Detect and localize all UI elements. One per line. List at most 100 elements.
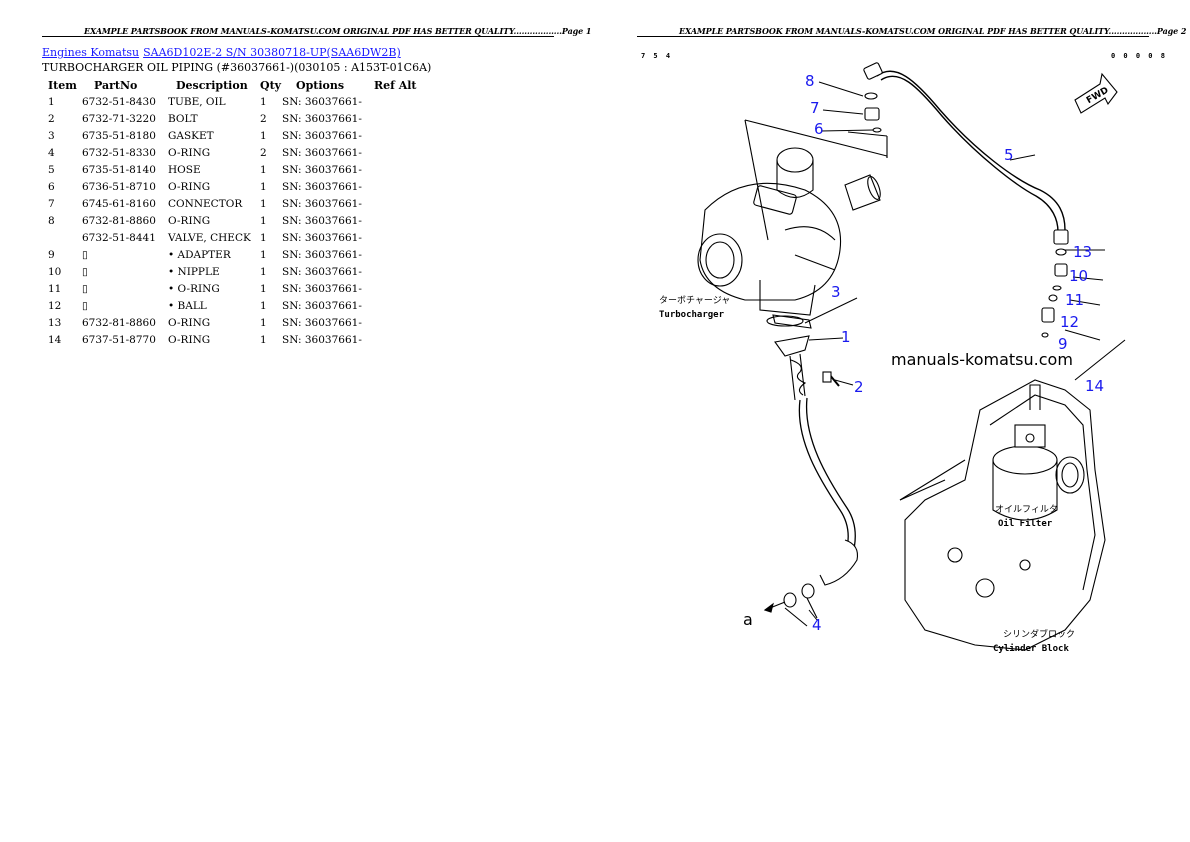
cell-item: 10 <box>48 265 62 278</box>
cell-qty: 1 <box>260 163 267 176</box>
cell-partno: ▯ <box>82 299 88 312</box>
cell-ref-alt <box>374 229 424 246</box>
cell-options: SN: 36037661- <box>282 265 362 278</box>
cell-ref-alt <box>374 297 424 314</box>
cell-qty: 1 <box>260 197 267 210</box>
table-row: 6 6736-51-8710 O-RING 1 SN: 36037661- <box>44 178 424 195</box>
page-header: EXAMPLE PARTSBOOK FROM MANUALS-KOMATSU.C… <box>84 26 592 36</box>
callout-1: 1 <box>841 328 851 346</box>
cell-qty: 1 <box>260 231 267 244</box>
cell-options: SN: 36037661- <box>282 163 362 176</box>
page-number: Page 1 <box>561 26 592 36</box>
cell-description: • NIPPLE <box>168 265 220 278</box>
cell-ref-alt <box>374 212 424 229</box>
diagram-code-right: 0 0 0 0 8 <box>1111 52 1167 60</box>
cell-description: GASKET <box>168 129 214 142</box>
breadcrumb-link-model[interactable]: SAA6D102E-2 S/N 30380718-UP(SAA6DW2B) <box>143 46 401 59</box>
cell-partno: 6732-81-8860 <box>82 316 156 329</box>
cell-qty: 2 <box>260 146 267 159</box>
cell-partno: 6732-81-8860 <box>82 214 156 227</box>
cell-qty: 1 <box>260 316 267 329</box>
cell-partno: ▯ <box>82 248 88 261</box>
cell-description: O-RING <box>168 180 211 193</box>
column-header-description: Description <box>176 78 248 92</box>
cell-qty: 1 <box>260 265 267 278</box>
cell-item: 8 <box>48 214 55 227</box>
cell-ref-alt <box>374 314 424 331</box>
cell-options: SN: 36037661- <box>282 333 362 346</box>
cell-item: 9 <box>48 248 55 261</box>
page-2: EXAMPLE PARTSBOOK FROM MANUALS-KOMATSU.C… <box>595 0 1190 842</box>
cell-options: SN: 36037661- <box>282 282 362 295</box>
cell-ref-alt <box>374 331 424 348</box>
cell-ref-alt <box>374 280 424 297</box>
breadcrumb-link-engines[interactable]: Engines Komatsu <box>42 46 140 59</box>
callout-9: 9 <box>1058 335 1068 353</box>
cell-partno: 6732-51-8441 <box>82 231 156 244</box>
cell-partno: 6737-51-8770 <box>82 333 156 346</box>
table-row: 10 ▯ • NIPPLE 1 SN: 36037661- <box>44 263 424 280</box>
connector-parts-top <box>847 92 888 158</box>
cell-qty: 1 <box>260 180 267 193</box>
turbo-label-jp: ターボチャージャ <box>659 295 730 306</box>
column-header-qty: Qty <box>260 78 282 92</box>
cell-item <box>44 229 82 246</box>
cell-partno: 6735-51-8180 <box>82 129 156 142</box>
page-1: EXAMPLE PARTSBOOK FROM MANUALS-KOMATSU.C… <box>42 26 592 348</box>
cell-partno: ▯ <box>82 265 88 278</box>
cell-options: SN: 36037661- <box>282 129 362 142</box>
callout-leaders <box>804 81 1036 621</box>
header-rule <box>42 36 554 37</box>
cell-partno: 6732-71-3220 <box>82 112 156 125</box>
cell-description: HOSE <box>168 163 201 176</box>
callout-3: 3 <box>831 283 841 301</box>
cell-item: 11 <box>48 282 62 295</box>
cell-partno: 6735-51-8140 <box>82 163 156 176</box>
cell-options: SN: 36037661- <box>282 214 362 227</box>
callout-numbers: 8 7 6 5 13 10 11 12 9 14 3 1 2 4 <box>805 72 1104 634</box>
cell-ref-alt <box>374 144 424 161</box>
oilfilter-label-jp: オイルフィルタ <box>995 504 1058 515</box>
cell-partno: 6736-51-8710 <box>82 180 156 193</box>
watermark-text: manuals-komatsu.com <box>891 350 1073 369</box>
column-header-partno: PartNo <box>94 78 138 92</box>
cell-ref-alt <box>374 178 424 195</box>
table-header-row: Item PartNo Description Qty Options Ref … <box>44 77 424 93</box>
cell-description: • ADAPTER <box>168 248 231 261</box>
cell-qty: 1 <box>260 129 267 142</box>
parts-diagram: FWD <box>659 62 1126 654</box>
cell-partno: 6732-51-8330 <box>82 146 156 159</box>
cell-options: SN: 36037661- <box>282 248 362 261</box>
block-label-jp: シリンダブロック <box>1003 628 1075 640</box>
cell-description: BOLT <box>168 112 198 125</box>
cell-item: 4 <box>48 146 55 159</box>
arrow-a-icon <box>763 601 786 613</box>
cell-item: 6 <box>48 180 55 193</box>
callout-10: 10 <box>1069 267 1088 285</box>
cell-qty: 1 <box>260 214 267 227</box>
cell-description: VALVE, CHECK <box>168 231 251 244</box>
callout-6: 6 <box>814 120 824 138</box>
cell-qty: 1 <box>260 333 267 346</box>
page-header: EXAMPLE PARTSBOOK FROM MANUALS-KOMATSU.C… <box>679 26 1187 36</box>
column-header-ref-alt: Ref Alt <box>374 78 417 92</box>
callout-11: 11 <box>1065 291 1084 309</box>
oil-tube-drawing <box>766 315 859 627</box>
cell-options: SN: 36037661- <box>282 197 362 210</box>
fwd-arrow-icon: FWD <box>1074 72 1118 114</box>
cell-ref-alt <box>374 263 424 280</box>
cell-item: 14 <box>48 333 62 346</box>
cell-options: SN: 36037661- <box>282 180 362 193</box>
check-valve-parts <box>1041 248 1068 338</box>
cell-qty: 1 <box>260 248 267 261</box>
cell-qty: 1 <box>260 95 267 108</box>
